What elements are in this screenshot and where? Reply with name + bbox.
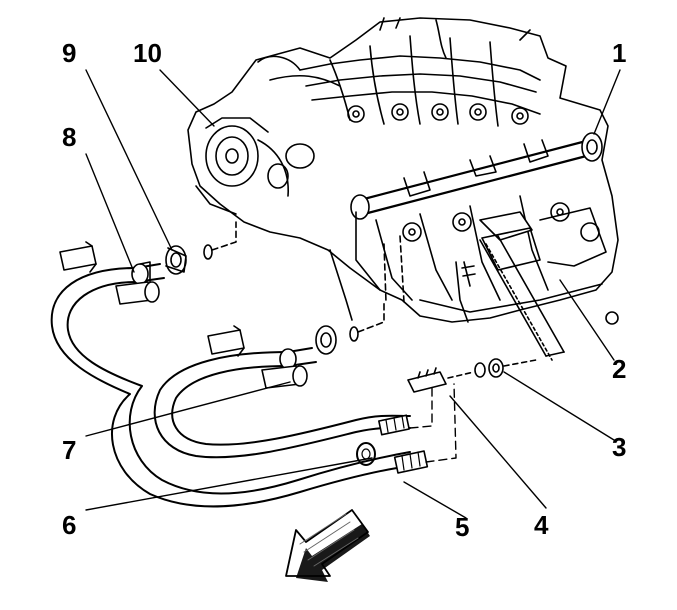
- callout-1: 1: [612, 38, 627, 68]
- callout-2: 2: [612, 354, 627, 384]
- callout-10: 10: [133, 38, 162, 68]
- line-fitting-clips: [59, 241, 308, 389]
- leader-lines: [85, 69, 621, 519]
- callout-7: 7: [62, 435, 77, 465]
- callout-9: 9: [62, 38, 77, 68]
- seal-and-clip-set: [165, 221, 385, 355]
- callout-4: 4: [534, 510, 549, 540]
- oil-cooler-line-bracket: [479, 235, 565, 361]
- callout-6: 6: [62, 510, 77, 540]
- retainer-bolt-and-bracket: [407, 358, 537, 393]
- callout-3: 3: [612, 432, 627, 462]
- callout-8: 8: [62, 122, 77, 152]
- engine-assembly: [187, 17, 619, 325]
- front-direction-arrow-icon: [285, 509, 370, 582]
- oil-cooler-lines: [50, 263, 457, 508]
- callout-5: 5: [455, 512, 470, 542]
